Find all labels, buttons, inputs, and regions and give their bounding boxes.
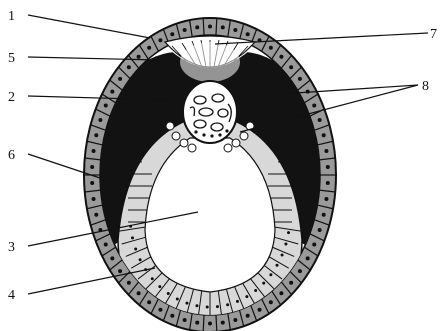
outer-cell-nucleus: [127, 281, 131, 285]
outer-cell-nucleus: [326, 165, 330, 169]
outer-cell-nucleus: [233, 318, 237, 322]
small-boundary-cell: [232, 139, 240, 147]
inner-cell-nucleus: [226, 303, 229, 306]
outer-cell-nucleus: [221, 321, 225, 325]
outer-cell-nucleus: [118, 77, 122, 81]
outer-cell-nucleus: [269, 300, 273, 304]
label-8: 8: [422, 79, 429, 94]
inner-cell-nucleus: [262, 282, 265, 285]
outer-cell-nucleus: [158, 38, 162, 42]
outer-cell-nucleus: [289, 65, 293, 69]
outer-cell-nucleus: [324, 149, 328, 153]
outer-cell-nucleus: [208, 25, 212, 29]
outer-cell-nucleus: [233, 28, 237, 32]
inner-cell-nucleus: [206, 305, 209, 308]
inner-cell-nucleus: [167, 292, 170, 295]
inner-cell-nucleus: [276, 264, 279, 267]
outer-cell-nucleus: [195, 321, 199, 325]
label-7: 7: [430, 27, 437, 42]
embryonic-disc: [183, 81, 237, 143]
outer-cell-nucleus: [195, 25, 199, 29]
outer-cell-nucleus: [279, 291, 283, 295]
outer-cell-nucleus: [104, 243, 108, 247]
label-1: 1: [8, 9, 15, 24]
small-boundary-cell: [224, 144, 232, 152]
inner-cell-nucleus: [254, 289, 257, 292]
outer-cell-nucleus: [318, 118, 322, 122]
outer-cell-nucleus: [92, 197, 96, 201]
inner-cell-nucleus: [287, 231, 290, 234]
small-boundary-cell: [180, 139, 188, 147]
small-boundary-cell: [240, 132, 248, 140]
outer-cell-nucleus: [170, 314, 174, 318]
outer-cell-nucleus: [127, 65, 131, 69]
outer-cell-nucleus: [298, 269, 302, 273]
label-6: 6: [8, 148, 15, 163]
inner-cell-nucleus: [151, 277, 154, 280]
outer-cell-nucleus: [246, 314, 250, 318]
outer-cell-nucleus: [98, 118, 102, 122]
outer-cell-nucleus: [183, 318, 187, 322]
inner-cell-nucleus: [284, 242, 287, 245]
outer-cell-nucleus: [110, 256, 114, 260]
label-3: 3: [8, 240, 15, 255]
outer-cell-nucleus: [104, 103, 108, 107]
outer-cell-nucleus: [324, 197, 328, 201]
label-4: 4: [8, 288, 15, 303]
outer-cell-nucleus: [158, 308, 162, 312]
outer-cell-nucleus: [246, 32, 250, 36]
inner-cell-nucleus: [139, 258, 142, 261]
outer-cell-nucleus: [312, 103, 316, 107]
outer-cell-nucleus: [170, 32, 174, 36]
inner-cell-nucleus: [269, 273, 272, 276]
outer-cell-nucleus: [208, 322, 212, 326]
inner-cell-nucleus: [281, 253, 284, 256]
outer-cell-nucleus: [322, 133, 326, 137]
inner-cell-nucleus: [185, 302, 188, 305]
inner-cell-nucleus: [245, 295, 248, 298]
outer-cell-nucleus: [147, 300, 151, 304]
inner-cell-nucleus: [131, 236, 134, 239]
outer-cell-nucleus: [322, 213, 326, 217]
outer-cell-nucleus: [258, 308, 262, 312]
outer-cell-nucleus: [92, 149, 96, 153]
outer-cell-nucleus: [137, 291, 141, 295]
label-2: 2: [8, 90, 15, 105]
outer-cell-nucleus: [90, 165, 94, 169]
small-boundary-cell: [166, 122, 174, 130]
outer-cell-nucleus: [298, 77, 302, 81]
inner-cell-nucleus: [195, 304, 198, 307]
inner-cell-nucleus: [134, 248, 137, 251]
small-boundary-cell: [172, 132, 180, 140]
inner-cell-nucleus: [176, 297, 179, 300]
outer-cell-nucleus: [318, 228, 322, 232]
outer-cell-nucleus: [90, 181, 94, 185]
outer-cell-nucleus: [289, 281, 293, 285]
outer-cell-nucleus: [137, 55, 141, 59]
outer-cell-nucleus: [306, 256, 310, 260]
outer-cell-nucleus: [147, 46, 151, 50]
outer-cell-nucleus: [94, 133, 98, 137]
outer-cell-nucleus: [110, 90, 114, 94]
outer-cell-nucleus: [312, 243, 316, 247]
outer-cell-nucleus: [118, 269, 122, 273]
inner-cell-nucleus: [158, 285, 161, 288]
outer-cell-nucleus: [326, 181, 330, 185]
outer-cell-nucleus: [94, 213, 98, 217]
leader-1: [28, 15, 150, 38]
outer-cell-nucleus: [183, 28, 187, 32]
small-boundary-cell: [188, 144, 196, 152]
outer-cell-nucleus: [279, 55, 283, 59]
outer-cell-nucleus: [269, 46, 273, 50]
inner-cell-nucleus: [216, 305, 219, 308]
amnion-overlay: [180, 42, 240, 82]
outer-cell-nucleus: [221, 25, 225, 29]
inner-cell-nucleus: [236, 300, 239, 303]
label-5: 5: [8, 51, 15, 66]
